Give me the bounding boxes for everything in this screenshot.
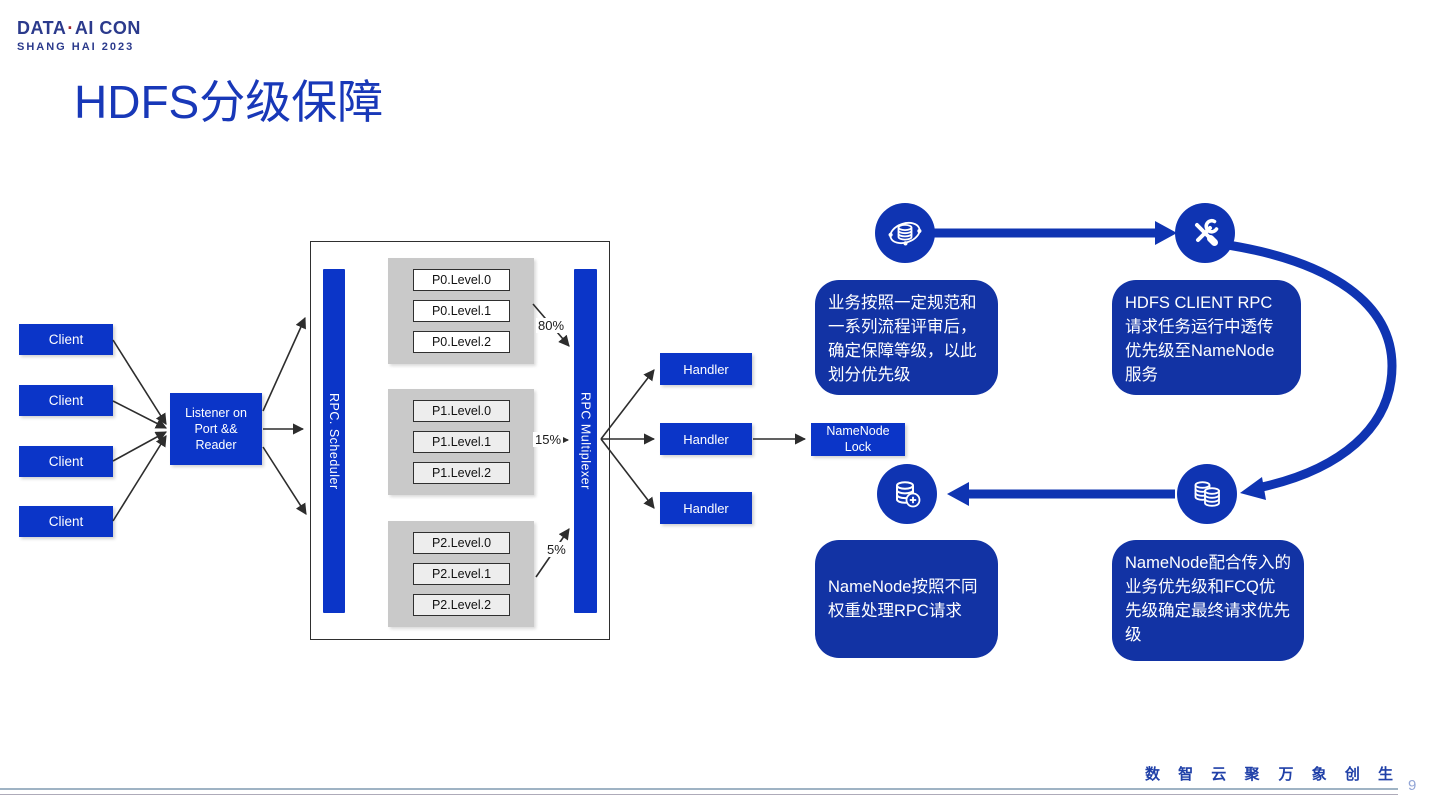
footer-slogan: 数 智 云 聚万 象 创 生 — [1145, 763, 1400, 784]
step4-badge — [1177, 464, 1237, 524]
queue-level: P1.Level.2 — [413, 462, 510, 484]
footer-rule-bottom — [0, 793, 1398, 795]
rpc-pipeline-box: RPC. Scheduler P0.Level.0 P0.Level.1 P0.… — [310, 241, 610, 640]
rpc-scheduler-bar: RPC. Scheduler — [323, 269, 345, 613]
queue-level: P0.Level.0 — [413, 269, 510, 291]
footer-rule-top — [0, 788, 1398, 790]
tools-icon — [1195, 219, 1219, 246]
database-orbit-icon — [888, 221, 922, 246]
namenode-lock-node: NameNode Lock — [811, 423, 905, 456]
weight-label-p0: 80% — [536, 318, 567, 333]
page-title: HDFS分级保障 — [74, 76, 384, 128]
queue-group-p1: P1.Level.0 P1.Level.1 P1.Level.2 — [388, 389, 534, 495]
step1-description: 业务按照一定规范和一系列流程评审后，确定保障等级，以此划分优先级 — [815, 280, 998, 395]
rpc-multiplexer-label: RPC Multiplexer — [578, 392, 593, 490]
queue-level: P2.Level.0 — [413, 532, 510, 554]
client-node: Client — [19, 506, 113, 537]
client-node: Client — [19, 385, 113, 416]
client-node: Client — [19, 324, 113, 355]
logo-brand: DATA·AI CON — [17, 18, 141, 39]
database-add-icon — [896, 481, 921, 508]
queue-level: P0.Level.2 — [413, 331, 510, 353]
event-logo: DATA·AI CON SHANG HAI 2023 — [17, 18, 141, 53]
handler-node: Handler — [660, 353, 752, 385]
queue-group-p0: P0.Level.0 P0.Level.1 P0.Level.2 — [388, 258, 534, 364]
queue-level: P2.Level.2 — [413, 594, 510, 616]
slogan-right: 万 象 创 生 — [1278, 766, 1400, 783]
client-node: Client — [19, 446, 113, 477]
handler-node: Handler — [660, 492, 752, 524]
step3-description: NameNode按照不同权重处理RPC请求 — [815, 540, 998, 658]
weight-label-p2: 5% — [545, 542, 568, 557]
queue-level: P0.Level.1 — [413, 300, 510, 322]
logo-brand-pre: DATA — [17, 18, 67, 38]
queue-group-p2: P2.Level.0 P2.Level.1 P2.Level.2 — [388, 521, 534, 627]
step2-badge — [1175, 203, 1235, 263]
rpc-multiplexer-bar: RPC Multiplexer — [574, 269, 597, 613]
logo-dot: · — [67, 18, 74, 38]
weight-label-p1: 15% — [533, 432, 564, 447]
logo-subtitle: SHANG HAI 2023 — [17, 41, 135, 53]
queue-level: P1.Level.1 — [413, 431, 510, 453]
slogan-left: 数 智 云 聚 — [1144, 766, 1267, 783]
listener-node: Listener on Port && Reader — [170, 393, 262, 465]
databases-stack-icon — [1194, 481, 1220, 507]
step1-badge — [875, 203, 935, 263]
queue-level: P1.Level.0 — [413, 400, 510, 422]
step3-badge — [877, 464, 937, 524]
step2-description: HDFS CLIENT RPC请求任务运行中透传优先级至NameNode服务 — [1112, 280, 1301, 395]
page-number: 9 — [1408, 777, 1417, 794]
rpc-scheduler-label: RPC. Scheduler — [327, 392, 341, 490]
handler-node: Handler — [660, 423, 752, 455]
queue-level: P2.Level.1 — [413, 563, 510, 585]
step4-description: NameNode配合传入的业务优先级和FCQ优先级确定最终请求优先级 — [1112, 540, 1304, 661]
logo-brand-post: AI CON — [74, 18, 141, 38]
